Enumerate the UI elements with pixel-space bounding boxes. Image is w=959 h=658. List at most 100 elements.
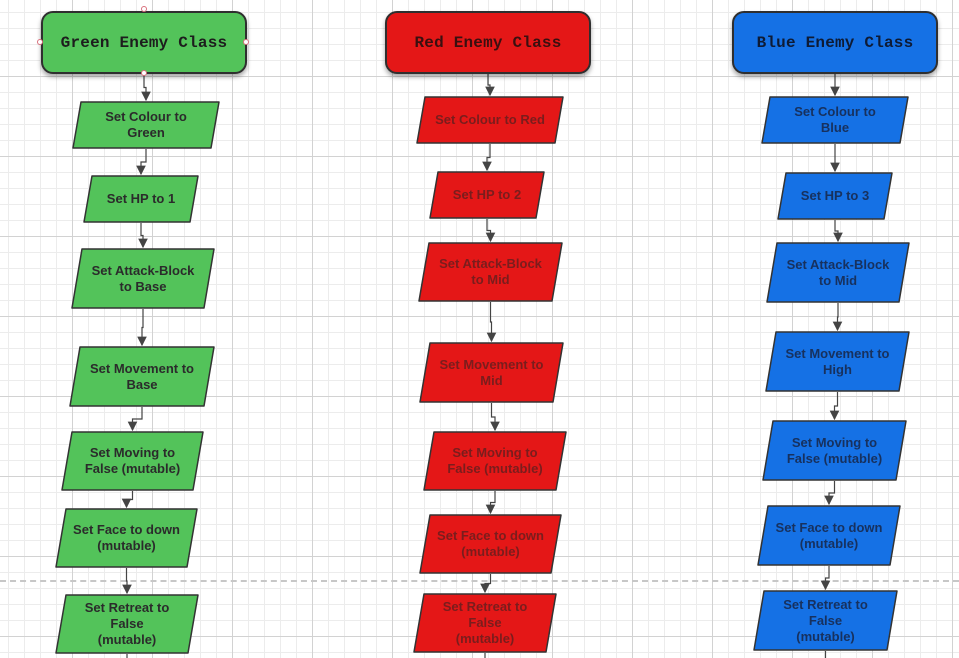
step-label-line: Set Movement to [89,360,194,376]
green-step-shape [69,346,215,407]
step-label-line: Set Attack-Block [91,262,195,278]
red-step-1[interactable]: Set Colour to Red [416,96,564,144]
green-step-shape [55,594,199,654]
green-connector-5 [127,407,143,432]
step-label-line: (mutable) [461,544,520,559]
red-connector-4 [486,302,497,343]
step-label-line: (mutable) [455,631,515,646]
blue-step-1[interactable]: Set Colour to Blue [761,96,909,144]
blue-step-shape [765,331,910,392]
parallelogram [69,346,215,407]
step-label-line: Set HP to 2 [452,187,522,202]
step-label-line: Set Face to down [73,522,180,537]
red-connector-2 [482,144,492,172]
parallelogram [757,505,901,566]
red-step-6[interactable]: Set Face to down(mutable) [419,514,562,574]
green-enemy-class-title[interactable]: Green Enemy Class [41,11,247,74]
step-label: Set Colour to Blue [761,96,909,144]
red-connector-5 [490,403,500,432]
parallelogram [765,331,910,392]
step-label-line: Set Attack-Block [439,256,542,271]
red-step-shape [418,242,563,302]
step-label: Set HP to 2 [429,171,545,219]
red-enemy-class-title-text: Red Enemy Class [414,33,562,52]
blue-enemy-class-title[interactable]: Blue Enemy Class [732,11,938,74]
step-label-line: High [823,361,852,377]
step-label: Set HP to 3 [777,172,893,220]
parallelogram [419,514,562,574]
green-step-shape [83,175,199,223]
green-step-shape [61,431,204,491]
parallelogram [416,96,564,144]
page-break-line [0,580,959,582]
selection-handle-left[interactable] [37,39,43,45]
step-label: Set Colour to Red [416,96,564,144]
parallelogram [55,594,199,654]
blue-step-shape [766,242,910,303]
blue-connector-3 [833,220,843,243]
red-step-shape [423,431,567,491]
step-label-line: (mutable) [799,535,859,551]
selection-handle-top[interactable] [141,6,147,12]
green-step-1[interactable]: Set Colour to Green [72,101,220,149]
parallelogram [419,342,564,403]
step-label: Set Retreat to False(mutable) [753,590,898,651]
red-enemy-class-title[interactable]: Red Enemy Class [385,11,591,74]
blue-step-6[interactable]: Set Face to down(mutable) [757,505,901,566]
selection-handle-right[interactable] [243,39,249,45]
green-step-7[interactable]: Set Retreat to False(mutable) [55,594,199,654]
step-label-line: Set Colour to Blue [794,104,876,135]
parallelogram [762,420,907,481]
step-label-line: to Mid [818,272,858,288]
blue-step-shape [753,590,898,651]
parallelogram [777,172,893,220]
step-label-line: Set Retreat to False [84,600,170,631]
red-step-shape [419,342,564,403]
red-step-shape [416,96,564,144]
red-connector-6 [485,491,496,515]
green-step-6[interactable]: Set Face to down(mutable) [55,508,198,568]
step-label-line: Set HP to 1 [106,191,176,206]
step-label: Set HP to 1 [83,175,199,223]
step-label-line: Set Colour to Green [105,109,187,140]
green-connector-4 [137,309,147,347]
step-label-line: Set Face to down [437,528,544,543]
green-step-2[interactable]: Set HP to 1 [83,175,199,223]
red-step-2[interactable]: Set HP to 2 [429,171,545,219]
green-connector-6 [121,491,134,509]
step-label-line: Set Face to down [775,519,883,535]
blue-step-2[interactable]: Set HP to 3 [777,172,893,220]
step-label-line: Set Movement to [785,345,890,361]
parallelogram [71,248,215,309]
blue-step-7[interactable]: Set Retreat to False(mutable) [753,590,898,651]
selection-handle-bottom[interactable] [141,70,147,76]
parallelogram [72,101,220,149]
blue-step-shape [762,420,907,481]
green-connector-3 [138,223,148,249]
step-label-line: Set Attack-Block [786,256,890,272]
step-label: Set Face to down(mutable) [55,508,198,568]
step-label-line: to Mid [471,272,510,287]
green-enemy-class-title-text: Green Enemy Class [60,33,228,52]
green-connector-7 [122,568,132,595]
step-label-line: Set Retreat to False [442,599,528,630]
red-step-7[interactable]: Set Retreat to False(mutable) [413,593,557,653]
red-connector-1 [485,74,495,97]
red-connector-3 [485,219,496,243]
step-label-line: (mutable) [796,628,855,644]
step-label-line: False (mutable) [84,461,181,476]
